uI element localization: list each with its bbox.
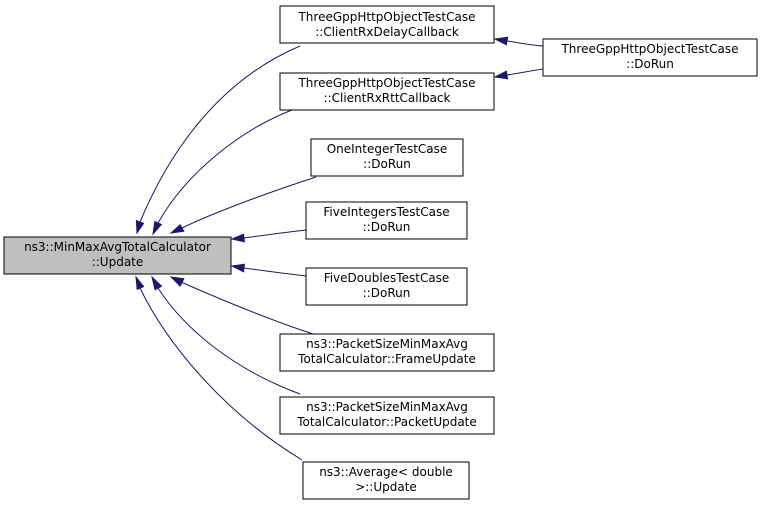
arrowhead: [493, 70, 509, 80]
node-label-line1: ThreeGppHttpObjectTestCase: [297, 10, 475, 24]
node-label-line1: ns3::MinMaxAvgTotalCalculator: [24, 240, 211, 254]
node-one-integer-test-case[interactable]: OneIntegerTestCase ::DoRun: [310, 138, 464, 177]
edge-one-integer-to-root: [181, 176, 317, 229]
node-label-line2: ::DoRun: [626, 57, 674, 71]
edge-rx-rtt-to-root: [157, 106, 301, 224]
node-average-update[interactable]: ns3::Average< double >::Update: [302, 461, 470, 500]
node-label-line2: ::DoRun: [363, 220, 411, 234]
node-label-line1: ns3::PacketSizeMinMaxAvg: [306, 400, 468, 414]
arrowhead: [152, 220, 163, 236]
edge-five-integers-to-root: [243, 229, 307, 239]
node-root-update[interactable]: ns3::MinMaxAvgTotalCalculator ::Update: [3, 236, 232, 275]
edge-dorun-to-rx-delay: [506, 40, 544, 47]
edge-average-update-to-root: [139, 287, 303, 461]
node-client-rx-rtt-callback[interactable]: ThreeGppHttpObjectTestCase ::ClientRxRtt…: [279, 72, 495, 111]
nodes: ns3::MinMaxAvgTotalCalculator ::Update T…: [3, 5, 758, 500]
node-five-doubles-test-case[interactable]: FiveDoublesTestCase ::DoRun: [305, 267, 468, 306]
node-label-line2: ::ClientRxRttCallback: [324, 91, 451, 105]
edge-dorun-to-rx-rtt: [506, 68, 544, 76]
edges: [135, 36, 544, 461]
arrowhead: [230, 233, 245, 243]
edge-rx-delay-to-root: [139, 45, 301, 223]
node-label-line1: ns3::Average< double: [319, 465, 453, 479]
node-label-line1: FiveDoublesTestCase: [324, 271, 450, 285]
node-label-line2: ::Update: [92, 255, 144, 269]
node-label-line2: ::DoRun: [363, 286, 411, 300]
node-frame-update[interactable]: ns3::PacketSizeMinMaxAvg TotalCalculator…: [279, 333, 495, 372]
edge-frame-update-to-root: [180, 281, 317, 336]
arrowhead: [493, 36, 509, 46]
node-label-line2: TotalCalculator::PacketUpdate: [296, 415, 477, 429]
arrowhead: [169, 224, 185, 234]
node-label-line1: OneIntegerTestCase: [327, 142, 448, 156]
node-label-line1: ThreeGppHttpObjectTestCase: [297, 76, 475, 90]
arrowhead: [135, 219, 145, 235]
arrowhead: [230, 263, 245, 273]
edge-five-doubles-to-root: [243, 267, 307, 277]
node-five-integers-test-case[interactable]: FiveIntegersTestCase ::DoRun: [305, 201, 468, 240]
node-label-line1: ThreeGppHttpObjectTestCase: [560, 42, 738, 56]
arrowhead: [135, 275, 145, 291]
node-label-line2: ::DoRun: [363, 157, 411, 171]
arrowhead: [169, 276, 185, 288]
node-label-line2: TotalCalculator::FrameUpdate: [297, 352, 476, 366]
node-label-line1: ns3::PacketSizeMinMaxAvg: [306, 337, 468, 351]
node-client-rx-delay-callback[interactable]: ThreeGppHttpObjectTestCase ::ClientRxDel…: [279, 5, 495, 44]
arrowhead: [151, 275, 163, 291]
node-label-line2: >::Update: [355, 480, 417, 494]
edge-packet-update-to-root: [157, 287, 301, 395]
node-http-dorun[interactable]: ThreeGppHttpObjectTestCase ::DoRun: [542, 38, 758, 77]
node-label-line1: FiveIntegersTestCase: [323, 205, 449, 219]
node-label-line2: ::ClientRxDelayCallback: [315, 25, 459, 39]
node-packet-update[interactable]: ns3::PacketSizeMinMaxAvg TotalCalculator…: [279, 396, 495, 435]
